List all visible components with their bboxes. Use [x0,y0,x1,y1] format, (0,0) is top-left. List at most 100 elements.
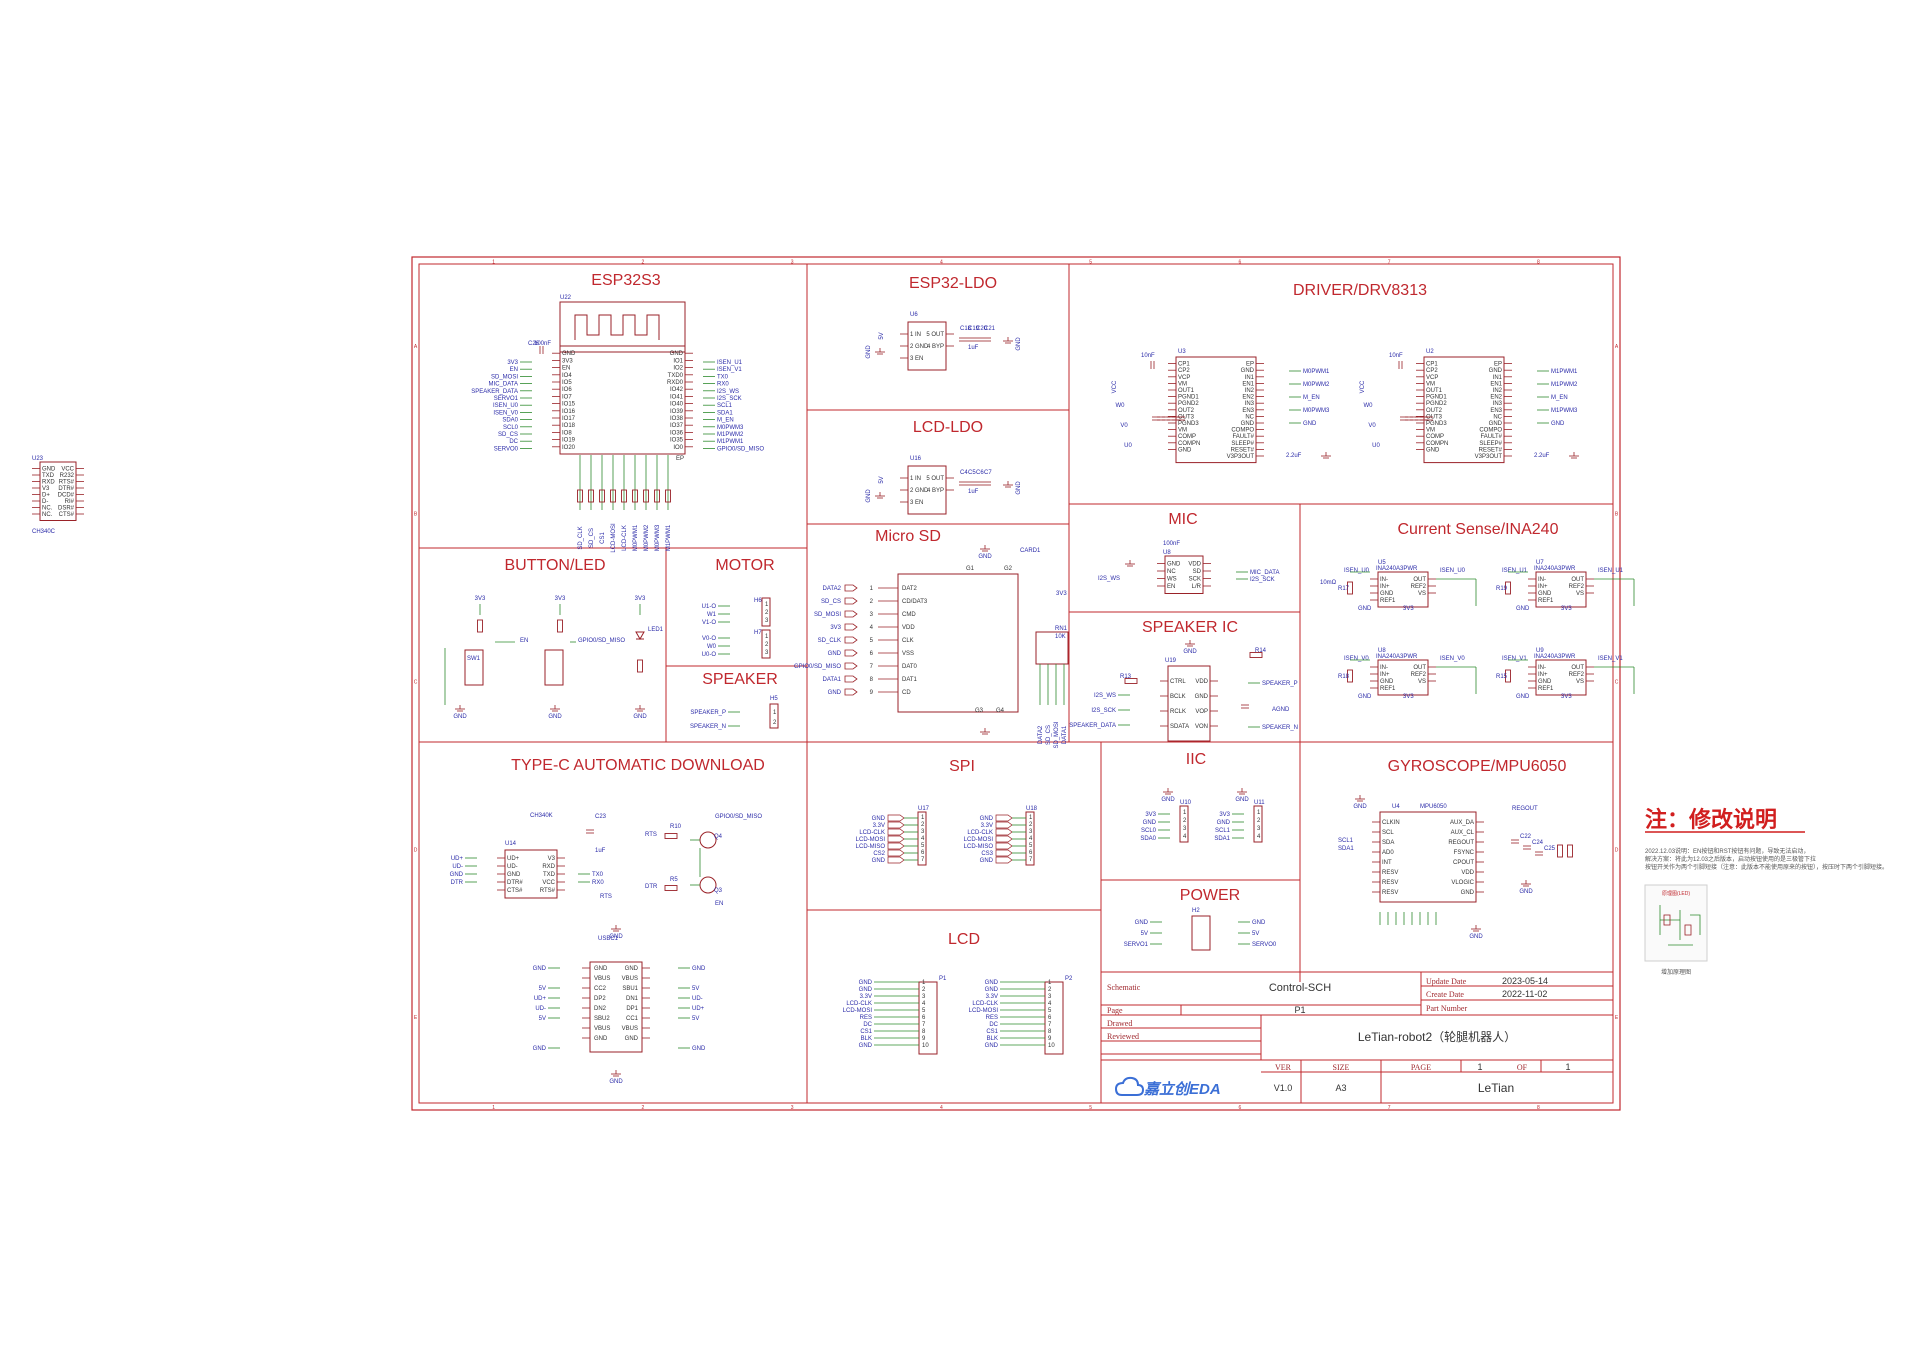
pin-number: 4 [1048,1001,1052,1007]
pin-number: 7 [870,664,874,670]
pin-label: COMPN [1426,441,1448,447]
pin-label: FSYNC [1454,850,1475,856]
net-label: M0PWM1 [1303,369,1330,375]
net-label: M1PWM2 [1551,382,1578,388]
net-label: LCD-CLK [622,525,628,551]
part-ref: U5 [1378,560,1386,566]
ic-name: CH340K [530,813,553,819]
cap-value: 10nF [1389,353,1403,359]
net-label: U0 [1124,443,1132,449]
pin-label: DAT0 [902,664,918,670]
cap-ref: C4 [960,470,968,476]
decoupling-cap [539,346,544,354]
net-label: UD- [535,1006,546,1012]
pin-label: PGND1 [1178,395,1199,401]
resistor-ref: R18 [1338,674,1350,680]
tb-create-label: Create Date [1426,990,1464,999]
net-label: SD_CS [498,432,518,438]
pin-number: 4 [1183,834,1187,840]
pin-label: COMPN [1178,441,1200,447]
pin-label: REF2 [1569,672,1585,678]
net-port-icon [995,821,1013,829]
resistor-value: 10mΩ [1320,580,1337,586]
pin-label: AUX_CL [1451,830,1475,836]
net-label: DC [509,439,518,445]
ground-icon [875,348,885,355]
part-ref: U9 [1536,648,1544,654]
ic-body [1377,571,1429,608]
pin-label: NC [1493,414,1502,420]
ground-icon: GND [1183,640,1197,655]
column-marker: 8 [1537,1105,1540,1111]
pin-label: IN- [1380,577,1388,583]
pin-label: GND [1489,421,1503,427]
pin-label: OUT1 [1178,388,1195,394]
pin-label: CP2 [1178,368,1190,374]
net-port-icon [844,688,858,696]
pin-number: 3 [1029,829,1033,835]
series-resistor [654,489,660,503]
bulk-cap [1157,416,1165,421]
title-driver: DRIVER/DRV8313 [1293,282,1427,299]
pin-label: IO42 [670,387,684,393]
pin-label: OUT1 [1426,388,1443,394]
pin-label: CD [902,690,911,696]
shunt-resistor [1347,669,1353,683]
net-port-icon [887,856,905,864]
pin-label: IO8 [562,430,572,436]
series-resistor [610,489,616,503]
net-label: M1PWM1 [666,524,672,551]
pin-number: 2 [922,987,926,993]
output-cap [959,337,967,342]
net-port-icon [844,623,858,631]
ground-icon [1321,452,1331,459]
ic-body [1167,665,1211,742]
pin-number: 5 [921,843,925,849]
row-marker: A [414,344,418,350]
pin-number: 3 [1257,826,1261,832]
net-label: SPEAKER_P [1262,681,1298,687]
output-cap [967,481,975,486]
pin-label: DAT2 [902,586,918,592]
net-label: LCD-MISO [964,844,994,850]
jlc-logo: 嘉立创EDA [1114,1076,1221,1098]
ground-icon: GND [548,705,562,720]
pin-label: RESET# [1479,447,1503,453]
net-label: I2S_WS [717,389,739,395]
cap-ref: C23 [595,814,607,820]
pin-label: EN1 [1242,381,1254,387]
pin-label: 3 EN [910,500,923,506]
net-port-icon [844,662,858,670]
ground-icon [1125,560,1135,567]
pin-label: 2 GND [910,488,929,494]
shield-pin: G4 [996,708,1005,714]
pin-label: IO38 [670,416,684,422]
pin-label: RTS# [59,480,75,486]
vs-label: 3V3 [1403,606,1414,612]
net-label: CS1 [600,532,606,544]
antenna-area [559,301,686,353]
pin-label: IO6 [562,387,572,393]
row-marker: B [414,512,418,518]
net-label: CS2 [873,851,885,857]
pin-label: VCC [61,467,74,473]
pin-label: VM [1178,381,1187,387]
pin-label: IO2 [673,366,683,372]
pin-label: EP [1494,362,1502,368]
pin-label: OUT3 [1426,414,1443,420]
net-label: LCD-CLK [967,830,993,836]
pin-number: 8 [1048,1029,1052,1035]
net-label: SDA1 [717,410,733,416]
pin-number: 2 [1048,987,1052,993]
motor-connector-b [761,629,771,659]
pin-number: 2 [765,610,769,616]
pin-label: GND [1241,421,1255,427]
net-label: ISEN_U0 [1440,568,1466,574]
net-label: 3V3 [1056,591,1067,597]
net-label: GND [692,966,706,972]
pin-label: IN3 [1493,401,1503,407]
ina240-u5-block: U5INA240A3PWRIN-IN+GNDREF1OUTREF2VSISEN_… [1338,560,1477,612]
gyro-cap [1511,839,1519,844]
net-label: TX0 [717,374,729,380]
